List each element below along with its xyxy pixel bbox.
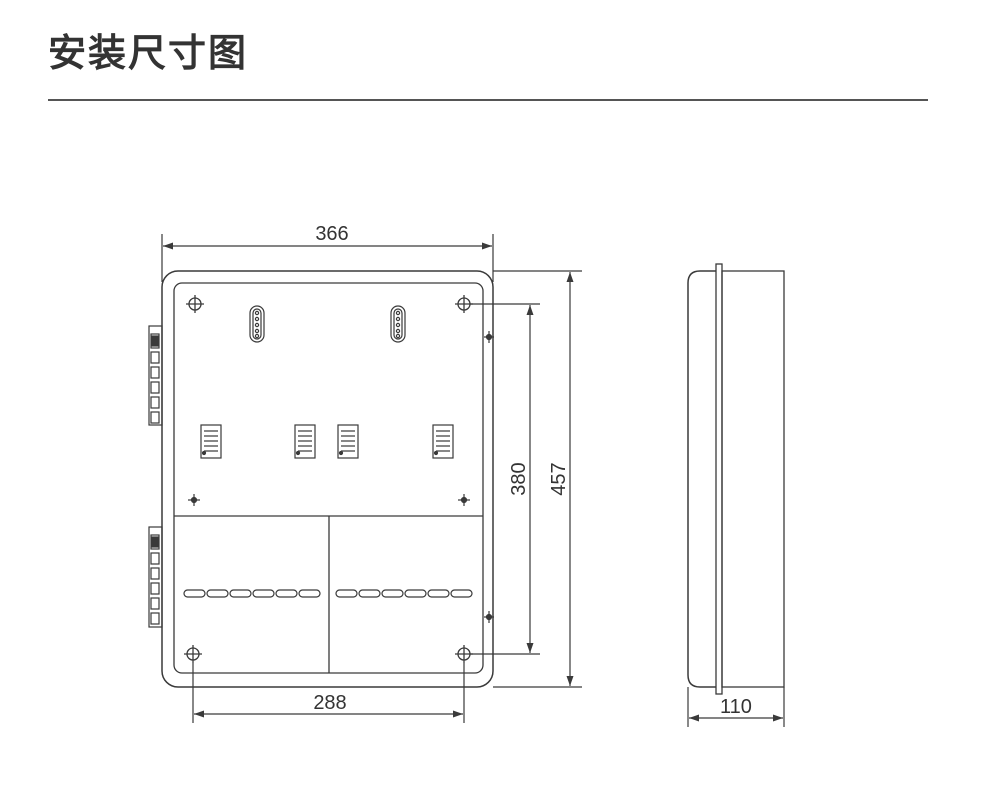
side-latch-bottom xyxy=(148,526,163,628)
side-view-back-box xyxy=(721,270,785,688)
terminal-block-1 xyxy=(200,424,222,459)
front-view xyxy=(148,270,494,688)
terminal-block-4 xyxy=(432,424,454,459)
breaker-knockout-row-right xyxy=(335,589,473,598)
dimension-label-depth: 110 xyxy=(720,696,752,718)
side-latch-top xyxy=(148,325,163,426)
dimension-lines-front xyxy=(161,234,582,723)
terminal-block-2 xyxy=(294,424,316,459)
dimension-label-mounting-height: 380 xyxy=(508,462,530,495)
slot-window-left xyxy=(249,305,265,343)
screw-marker-right-mid xyxy=(458,494,470,506)
terminal-block-3 xyxy=(337,424,359,459)
title-divider xyxy=(48,99,928,101)
side-view-door-flange xyxy=(715,263,723,695)
dimension-label-overall-width: 366 xyxy=(315,223,348,245)
side-view xyxy=(687,263,785,695)
screw-marker-left-mid xyxy=(188,494,200,506)
screw-marker-edge-bottom xyxy=(484,611,494,623)
dimension-lines-side xyxy=(687,687,785,727)
side-view-body-front xyxy=(687,270,716,688)
slot-window-right xyxy=(390,305,406,343)
dimension-label-overall-height: 457 xyxy=(548,462,570,495)
breaker-knockout-row-left xyxy=(183,589,321,598)
enclosure-outer-outline xyxy=(161,270,494,688)
mounting-hole-bottom-left xyxy=(184,645,202,663)
mounting-hole-top-left xyxy=(186,295,204,313)
screw-marker-edge-top xyxy=(484,331,494,343)
page-title: 安装尺寸图 xyxy=(48,31,249,75)
dimension-label-mounting-width: 288 xyxy=(313,692,346,714)
